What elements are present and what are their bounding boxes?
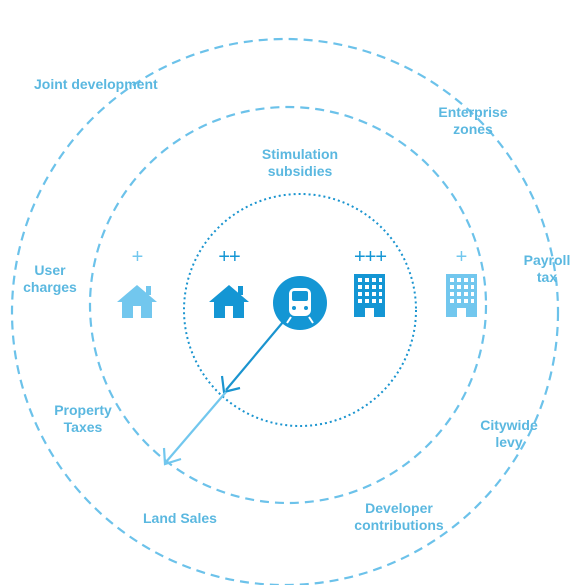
label-line: Developer: [365, 500, 433, 516]
label-line: tax: [536, 269, 558, 285]
label-enterprise-zones: Enterprise zones: [418, 104, 528, 138]
label-line: subsidies: [267, 163, 333, 179]
office-building-icon: [354, 274, 385, 317]
label-line: Payroll: [523, 252, 571, 268]
label-user-charges: User charges: [10, 262, 90, 296]
label-line: contributions: [354, 517, 444, 533]
label-line: zones: [453, 121, 493, 137]
value-marker-house-dark: ++: [218, 246, 240, 268]
label-joint-development: Joint development: [34, 76, 158, 92]
value-marker-house-light: +: [131, 246, 144, 268]
inner-ring: [183, 193, 417, 427]
arrow-to-middle-ring: [220, 321, 284, 394]
label-line: charges: [23, 279, 77, 295]
label-payroll-tax: Payroll tax: [512, 252, 582, 286]
value-marker-building-light: +: [455, 246, 468, 268]
train-icon: [273, 276, 327, 330]
label-line: Citywide: [480, 417, 538, 433]
arrow-to-outer-ring: [162, 391, 227, 466]
middle-ring: [88, 105, 488, 505]
office-building-icon: [446, 274, 477, 317]
label-developer-contributions: Developer contributions: [336, 500, 462, 534]
label-line: Taxes: [63, 419, 103, 435]
outer-ring: [10, 37, 560, 585]
label-stimulation-subsidies: Stimulation subsidies: [240, 146, 360, 180]
label-line: Enterprise: [438, 104, 508, 120]
label-property-taxes: Property Taxes: [38, 402, 128, 436]
house-icon: [209, 285, 249, 318]
house-icon: [117, 285, 157, 318]
label-line: Stimulation: [261, 146, 339, 162]
label-line: Property: [54, 402, 112, 418]
value-marker-building-dark: +++: [353, 246, 387, 268]
label-citywide-levy: Citywide levy: [464, 417, 554, 451]
label-land-sales: Land Sales: [143, 510, 217, 526]
label-line: User: [34, 262, 66, 278]
label-line: levy: [495, 434, 523, 450]
